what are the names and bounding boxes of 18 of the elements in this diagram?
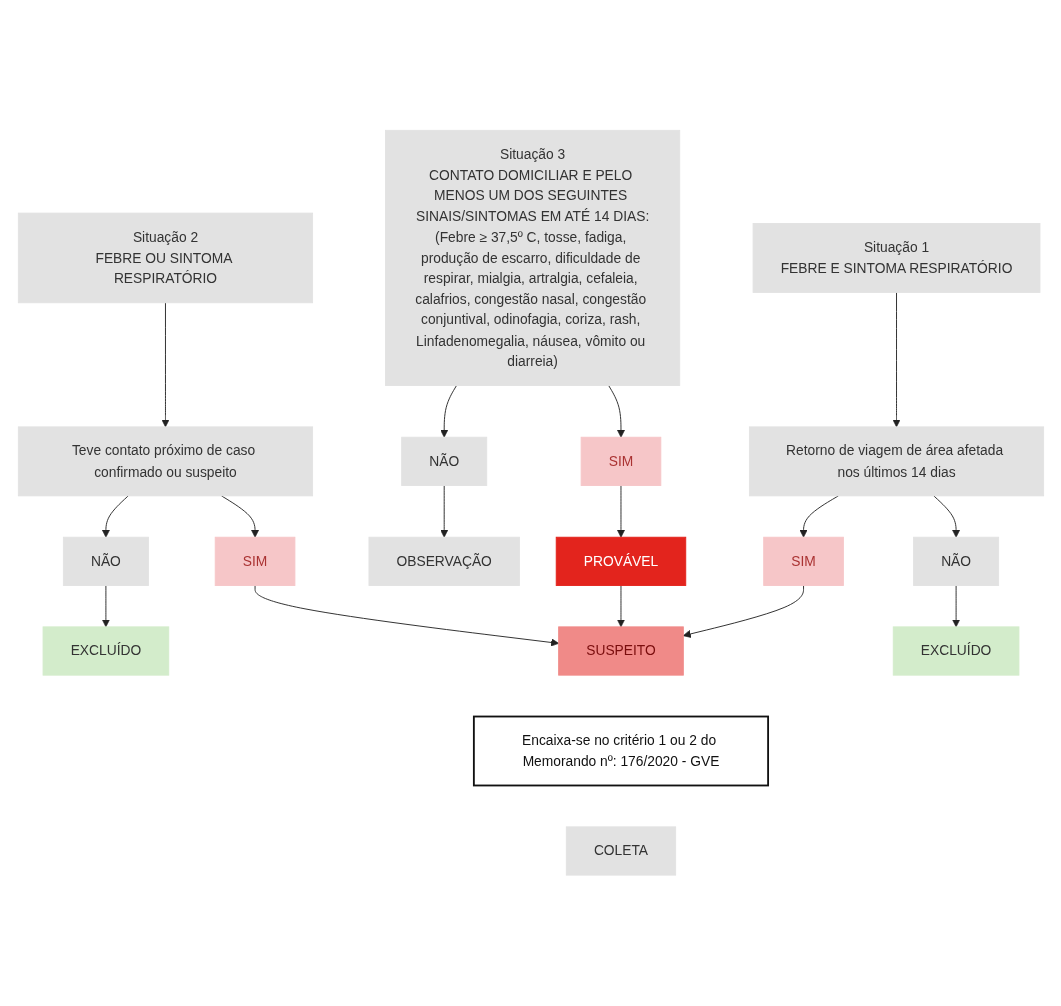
node-box: SUSPEITO (557, 626, 684, 676)
node-box: PROVÁVEL (555, 537, 686, 587)
node-box: SIM (214, 537, 295, 587)
node-box: NÃO (400, 437, 487, 487)
node-box: SIM (762, 537, 844, 587)
node-box: NÃO (62, 537, 149, 587)
node-box: Situação 1 FEBRE E SINTOMA RESPIRATÓRIO (752, 223, 1040, 294)
node-box: Encaixa-se no critério 1 ou 2 do Memorando nº: 176/2020 - GVE (472, 715, 769, 787)
node-box: EXCLUÍDO (42, 626, 169, 676)
node-box: Teve contato próximo de caso confirmado ou suspeito (17, 426, 313, 497)
node-box: COLETA (565, 826, 676, 876)
node-box: Situação 2 FEBRE OU SINTOMA RESPIRATÓRIO (17, 212, 313, 304)
node-box: Situação 3 CONTATO DOMICILIAR E PELO MENOS UM DOS SEGUINTES SINAIS/SINTOMAS EM ATÉ 14 DIAS: (Febre ≥ 37,5º C, tosse, fadiga, produção de escarro, dificuldade de respirar, mialgia, artralgia, cefaleia, calafrios, congestão nasal, congestão conjuntival, odinofagia, coriza, rash, Linfadenomegalia, náusea, vômito ou diarreia) (384, 130, 680, 387)
node-box: OBSERVAÇÃO (368, 537, 520, 587)
node-box: EXCLUÍDO (892, 626, 1019, 676)
node-box: Retorno de viagem de área afetada nos últimos 14 dias (748, 426, 1044, 497)
node-box: NÃO (912, 537, 999, 587)
node-box: SIM (580, 437, 661, 487)
